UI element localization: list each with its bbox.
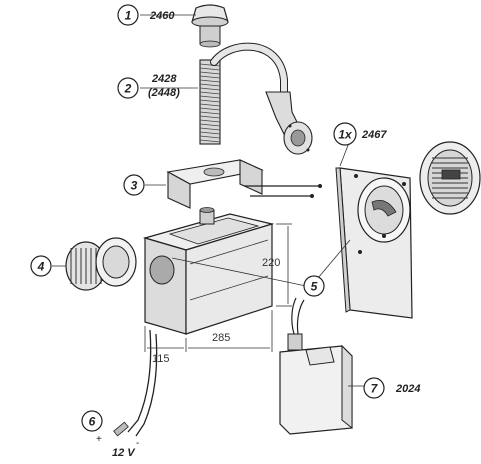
callout-6: 6 xyxy=(81,410,103,432)
negative-terminal-label: - xyxy=(136,438,139,449)
power-cable xyxy=(113,329,158,437)
pipe-rib xyxy=(199,79,221,83)
callout-2-part-number: 2428 xyxy=(151,73,177,85)
callout-5: 5 xyxy=(303,275,325,297)
pipe-rib xyxy=(199,95,221,99)
pipe-rib xyxy=(199,119,221,123)
callout-2: 2 2428 (2448) xyxy=(117,73,180,99)
callout-2-alt-part-number: (2448) xyxy=(148,87,180,99)
callout-4-number: 4 xyxy=(37,260,45,274)
dimension-depth-label: 115 xyxy=(152,353,170,365)
callout-7-part-number: 2024 xyxy=(395,383,420,395)
pipe-rib xyxy=(199,83,221,87)
callout-7-number: 7 xyxy=(371,382,379,396)
positive-terminal-label: + xyxy=(96,434,102,445)
pipe-rib xyxy=(199,115,221,119)
flex-exhaust-pipe xyxy=(199,42,313,155)
pipe-rib xyxy=(199,91,221,95)
voltage-label: 12 V xyxy=(112,447,136,459)
callout-7: 7 2024 xyxy=(363,377,420,399)
callout-1-part-number: 2460 xyxy=(149,10,175,22)
dimension-height-label: 220 xyxy=(262,257,280,269)
wall-plate xyxy=(335,167,413,319)
callout-3-number: 3 xyxy=(131,179,138,193)
callout-1x-part-number: 2467 xyxy=(361,129,387,141)
dimension-length-label: 285 xyxy=(212,332,230,344)
pipe-rib xyxy=(199,127,221,131)
pipe-rib xyxy=(199,103,221,107)
callout-6-number: 6 xyxy=(89,415,96,429)
exhaust-cap xyxy=(191,4,229,48)
callout-1x-number: 1x xyxy=(338,128,353,142)
heater-unit xyxy=(142,207,275,335)
callout-1x: 1x 2467 xyxy=(333,122,387,146)
callout-1-number: 1 xyxy=(125,9,132,23)
callout-4: 4 xyxy=(30,255,52,277)
pipe-rib xyxy=(199,139,221,143)
mounting-bracket xyxy=(166,159,322,209)
pipe-rib xyxy=(199,131,221,135)
pipe-rib xyxy=(199,71,221,75)
dimension-lines xyxy=(144,223,292,352)
pipe-rib xyxy=(199,87,221,91)
intake-grille xyxy=(65,237,137,291)
pipe-rib xyxy=(199,63,221,67)
pipe-rib xyxy=(199,111,221,115)
pipe-rib xyxy=(199,107,221,111)
callout-5-number: 5 xyxy=(311,280,318,294)
callout-2-number: 2 xyxy=(124,82,132,96)
pipe-rib xyxy=(199,75,221,79)
outlet-grille xyxy=(419,141,481,215)
fuel-canister xyxy=(279,297,353,435)
pipe-rib xyxy=(199,67,221,71)
pipe-rib xyxy=(199,123,221,127)
callout-1: 1 2460 xyxy=(117,4,175,26)
pipe-rib xyxy=(199,135,221,139)
pipe-rib xyxy=(199,99,221,103)
callout-3: 3 xyxy=(123,174,145,196)
